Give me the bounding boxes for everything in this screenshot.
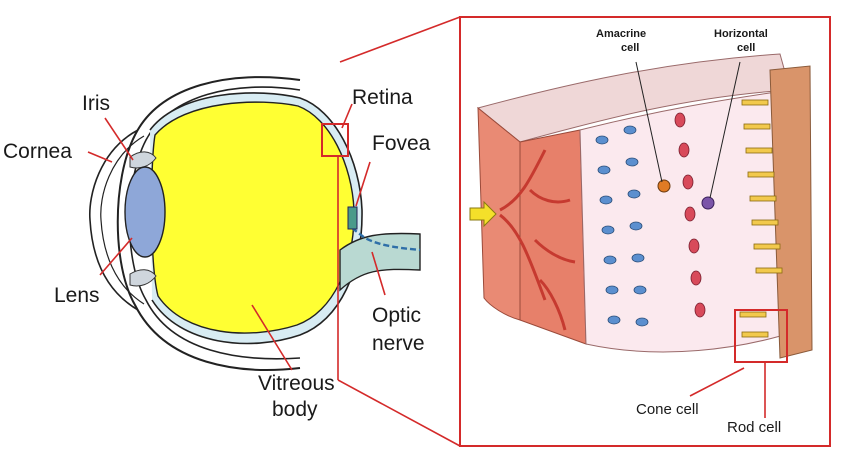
pigment-epithelium [769, 65, 813, 359]
bipolar-cells [674, 112, 706, 318]
zoom-line-top [339, 16, 461, 63]
leader-vitreous [251, 304, 293, 371]
label-optic-nerve-2: nerve [372, 332, 425, 355]
label-horizontal-2: cell [737, 42, 755, 54]
choroid-face-2 [519, 129, 587, 345]
label-cornea: Cornea [3, 140, 72, 163]
fovea-marker [347, 206, 358, 230]
horizontal-cell [701, 196, 715, 210]
leader-horizontal [709, 61, 741, 199]
leader-amacrine [635, 61, 663, 183]
retina-highlight-box [321, 123, 349, 157]
iris-upper [129, 151, 157, 169]
label-fovea: Fovea [372, 132, 431, 155]
ganglion-cells [595, 125, 649, 327]
retina-zoom-panel: Amacrine cell Horizontal cell Cone cell … [459, 16, 831, 447]
leader-cornea [87, 151, 113, 163]
leader-retina [341, 103, 353, 129]
label-iris: Iris [82, 92, 110, 115]
label-vitreous-1: Vitreous [258, 372, 335, 395]
leader-lens [99, 237, 133, 276]
iris-lower [129, 269, 157, 287]
label-vitreous-2: body [272, 398, 318, 421]
leader-fovea [355, 161, 371, 207]
cornea-outer [89, 129, 139, 311]
leader-iris [104, 117, 134, 161]
label-amacrine-2: cell [621, 42, 639, 54]
zoom-line-bottom-2 [337, 379, 461, 447]
light-arrow [469, 200, 497, 228]
amacrine-cell [657, 179, 671, 193]
leader-optic-nerve [371, 251, 386, 296]
vitreous-body [150, 101, 355, 334]
eye-cross-section: Iris Cornea Lens Retina Fovea Optic nerv… [3, 16, 461, 447]
leader-cone [689, 367, 745, 397]
photoreceptors [739, 99, 783, 338]
optic-nerve-vessel [351, 227, 421, 252]
label-optic-nerve-1: Optic [372, 304, 421, 327]
label-lens: Lens [54, 284, 100, 307]
photoreceptor-highlight-box [734, 309, 788, 363]
label-rod-cell: Rod cell [727, 419, 781, 436]
optic-nerve [339, 232, 421, 292]
label-amacrine-1: Amacrine [596, 28, 646, 40]
sclera-outer [116, 76, 301, 371]
blood-vessels [499, 149, 576, 331]
label-cone-cell: Cone cell [636, 401, 699, 418]
lens [124, 166, 166, 258]
label-horizontal-1: Horizontal [714, 28, 768, 40]
cornea-inner [100, 135, 145, 305]
label-retina: Retina [352, 86, 413, 109]
